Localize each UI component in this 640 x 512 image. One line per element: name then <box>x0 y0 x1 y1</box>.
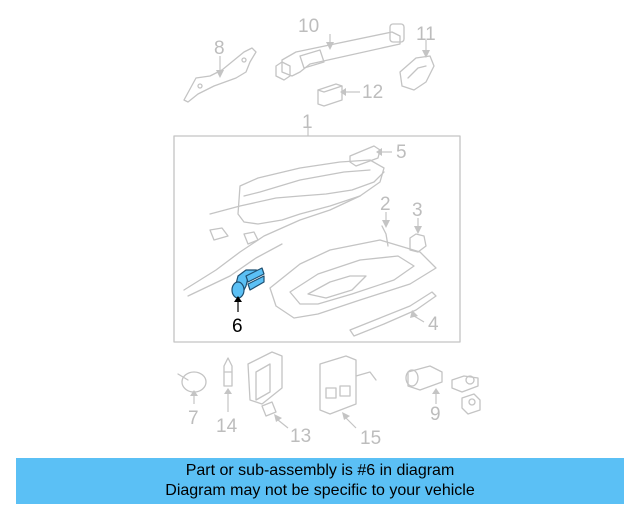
part-12-bumper <box>317 83 343 107</box>
callout-11: 11 <box>416 24 436 45</box>
banner-line-part-number: Part or sub-assembly is #6 in diagram <box>185 462 455 479</box>
part-1-glove-box-assembly <box>183 159 385 297</box>
callout-7: 7 <box>188 408 199 429</box>
part-8-bracket <box>183 47 257 103</box>
part-6-clip[interactable] <box>231 267 265 299</box>
callout-9: 9 <box>430 404 441 425</box>
assembly-box <box>173 135 461 343</box>
callout-4: 4 <box>428 314 439 335</box>
part-7-grommet <box>177 371 207 393</box>
glove-box-door <box>269 239 437 319</box>
callout-12: 12 <box>362 82 383 103</box>
part-2-hinge <box>381 225 389 247</box>
part-14-bulb <box>223 357 233 387</box>
part-3-stopper <box>409 233 427 253</box>
part-4-seal-strip <box>349 291 437 337</box>
part-11-cap <box>399 55 435 91</box>
callout-3: 3 <box>412 200 423 221</box>
parts-diagram: 10 11 8 12 1 5 2 3 4 6 7 14 13 15 9 <box>173 16 481 449</box>
callout-2: 2 <box>380 194 391 215</box>
banner-line-disclaimer: Diagram may not be specific to your vehi… <box>165 482 475 499</box>
callout-14: 14 <box>216 416 238 437</box>
callout-8: 8 <box>214 38 225 59</box>
callout-13: 13 <box>290 426 311 447</box>
part-15-latch <box>319 355 377 415</box>
callout-6[interactable]: 6 <box>232 316 243 337</box>
callout-10: 10 <box>298 16 319 37</box>
part-10-damper <box>275 23 405 81</box>
part-13-lamp <box>247 351 283 417</box>
callout-15: 15 <box>360 428 381 449</box>
part-9-lock-cylinder <box>405 365 481 415</box>
info-banner: Part or sub-assembly is #6 in diagram Di… <box>16 458 624 504</box>
callout-1: 1 <box>302 112 313 133</box>
callout-5: 5 <box>396 142 407 163</box>
part-5-switch <box>349 145 381 167</box>
